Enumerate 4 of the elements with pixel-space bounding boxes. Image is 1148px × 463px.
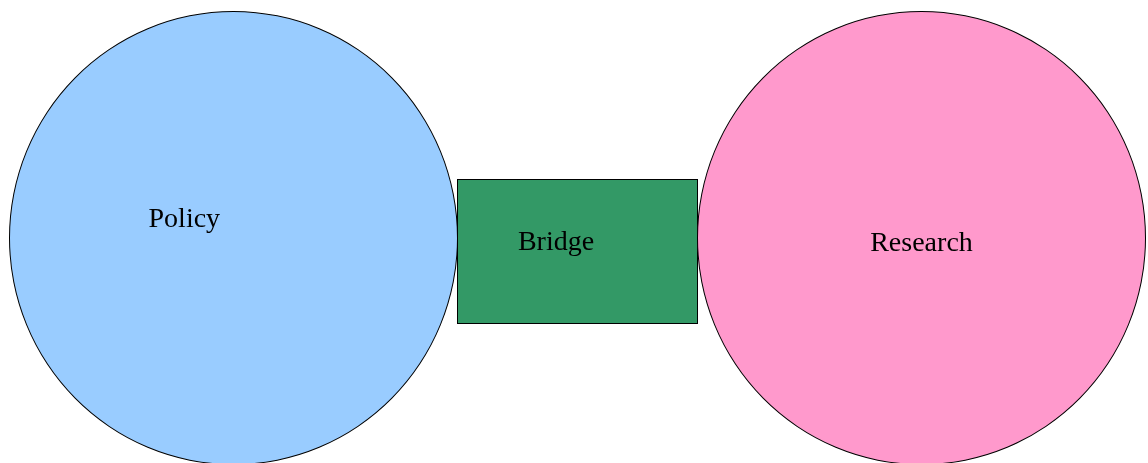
node-label: Research [870, 225, 973, 258]
node-label: Policy [148, 202, 221, 235]
process-box [457, 179, 698, 324]
node-label: Bridge [517, 225, 595, 258]
